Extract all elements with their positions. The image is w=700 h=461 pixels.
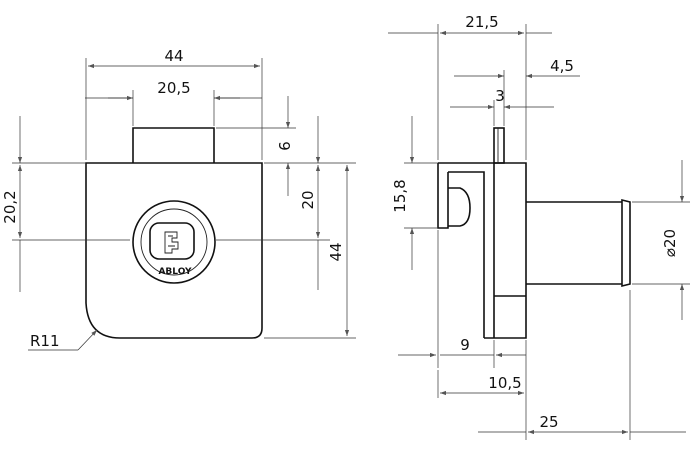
bolt-outline [132,127,215,163]
tongue-cut [448,171,485,338]
brand-text: ABLOY [158,267,192,277]
front-view: ABLOY 44 20,5 9 20,2 20 [1,47,356,351]
dim-label-25: 25 [539,413,558,431]
side-view: 21,5 4,5 3 15,8 ⌀20 9 10,5 [388,13,690,440]
cylinder-inner-ring [140,208,208,276]
dim-label-20-5: 20,5 [157,79,190,97]
dim-label-44-width: 44 [164,47,183,65]
dim-label-10-5: 10,5 [488,374,521,392]
dim-label-21-5: 21,5 [465,13,498,31]
dim-label-44-height: 44 [327,242,345,261]
keyway-icon [164,231,179,254]
abloy-logo-icon [149,222,195,260]
dim-label-3: 3 [495,87,505,105]
dim-label-9-bottom: 9 [460,336,470,354]
dim-label-diameter-20: ⌀20 [661,229,679,257]
dim-label-20: 20 [299,190,317,209]
cylinder-face: ABLOY [132,200,216,284]
lock-housing [484,162,527,339]
front-plate [437,162,495,338]
cylinder-body [526,198,631,288]
dim-label-4-5: 4,5 [550,57,574,75]
dim-label-9-bolt: 9 [275,141,293,151]
cylinder-outer-ring [132,200,216,284]
bolt-tongue [493,127,505,164]
dim-label-15-8: 15,8 [391,179,409,212]
dim-label-20-2: 20,2 [1,190,19,223]
lock-body-outline [85,162,263,339]
dim-label-r11: R11 [30,332,60,350]
